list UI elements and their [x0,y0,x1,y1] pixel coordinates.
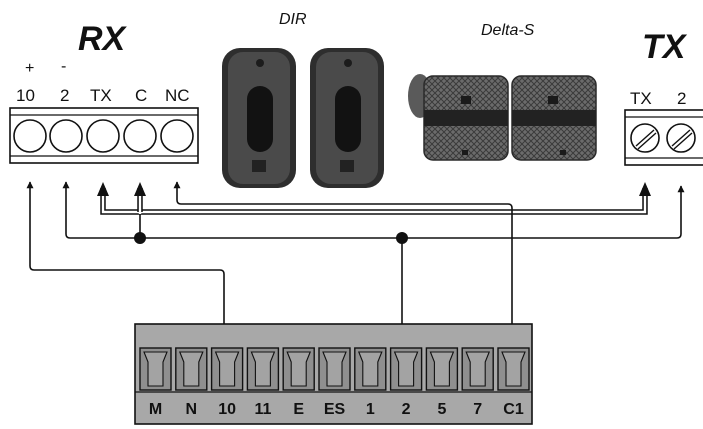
wire-10-to-board-10 [26,181,228,353]
rx-screw-c [123,119,157,153]
rx-screw-tx [86,119,120,153]
rx-terminal-block [9,107,199,164]
delta-s-photocell-left [408,74,509,161]
board-label-5: 5 [437,401,446,418]
dir-photocell-right [310,48,384,188]
board-label-2: 2 [402,401,411,418]
tx-terminal-label-tx: TX [630,89,652,108]
board-terminal-labels: M N 10 11 E ES 1 2 5 7 C1 [149,401,524,418]
board-slot-5 [425,347,459,391]
junction-dot-c [134,232,146,244]
board-slot-m [139,347,172,391]
board-label-10: 10 [218,401,236,418]
dir-label: DIR [279,11,307,28]
board-slot-11 [246,347,280,391]
board-slot-es [318,347,351,391]
board-terminal-slots [139,347,530,391]
rx-terminal-label-2: 2 [60,86,69,105]
tx-terminal-block [624,109,703,166]
wire-tx-bus [97,182,651,215]
board-slot-2 [389,347,423,391]
board-slot-c1 [497,347,530,391]
board-slot-7 [461,347,494,391]
delta-s-label: Delta-S [481,22,535,39]
rx-title: RX [78,20,128,58]
board-label-c1: C1 [503,401,524,418]
board-label-m: M [149,401,162,418]
delta-s-photocell-right [511,75,597,161]
rx-terminal-label-10: 10 [16,86,35,105]
board-label-es: ES [324,401,346,418]
rx-polarity-minus: - [61,58,66,75]
rx-terminal-label-c: C [135,86,147,105]
board-label-7: 7 [473,401,482,418]
board-label-n: N [186,401,198,418]
rx-terminal-labels: 10 2 TX C NC [16,86,190,105]
tx-title: TX [642,28,688,66]
rx-polarity-plus: + [25,60,34,77]
board-slot-e [282,347,315,391]
rx-screw-10 [13,119,47,153]
rx-terminal-label-tx: TX [90,86,112,105]
board-label-e: E [293,401,304,418]
rx-screw-nc [160,119,194,153]
board-slot-10 [210,347,244,391]
board-slot-n [175,347,208,391]
junction-dot-2 [396,232,408,244]
rx-screw-2 [49,119,83,153]
tx-terminal-label-2: 2 [677,89,686,108]
dir-photocell-left [222,48,296,188]
rx-terminal-label-nc: NC [165,86,190,105]
board-slot-1 [354,347,387,391]
board-label-11: 11 [254,401,271,418]
board-label-1: 1 [366,401,375,418]
